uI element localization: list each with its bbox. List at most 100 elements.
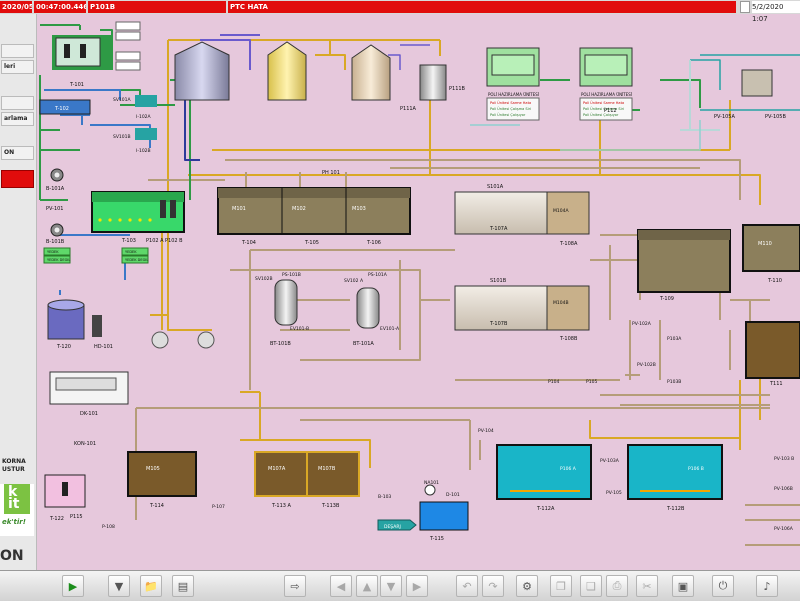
svg-text:T-110: T-110 — [767, 278, 782, 284]
sound-icon[interactable]: ♪ — [756, 575, 778, 597]
sidebar-item-1[interactable] — [1, 44, 34, 58]
sidebar-item-6[interactable] — [1, 170, 34, 188]
sidebar-item-3[interactable] — [1, 96, 34, 110]
desarj-arrow[interactable] — [377, 519, 417, 531]
svg-text:T-120: T-120 — [56, 344, 71, 350]
svg-text:SV102B: SV102B — [255, 276, 273, 282]
tank-t107a[interactable] — [454, 191, 548, 235]
redo-icon[interactable]: ↷ — [482, 575, 504, 597]
svg-text:T-106: T-106 — [366, 240, 381, 246]
tank-t115[interactable] — [419, 501, 469, 531]
cut-icon[interactable]: ✂ — [636, 575, 658, 597]
tank-right-top[interactable] — [741, 69, 773, 97]
svg-text:T111: T111 — [769, 381, 783, 387]
silo-2[interactable] — [267, 41, 307, 101]
svg-text:S101A: S101A — [487, 184, 504, 190]
process-diagram: T-101 T-102 I-102A I-102B SV101A SV101B … — [39, 21, 800, 546]
alarm-bar: 2020/05/20 00:47:00.446 P101B PTC HATA 5… — [0, 0, 800, 23]
prev-page-icon[interactable]: ▲ — [356, 575, 378, 597]
label-t102: T-102 — [54, 106, 69, 112]
svg-text:YEDEK: YEDEK — [47, 250, 59, 254]
svg-text:P104: P104 — [548, 379, 559, 385]
power-icon[interactable]: ⏻ — [712, 575, 734, 597]
tank-t108b[interactable] — [546, 285, 590, 331]
first-page-icon[interactable]: ◀ — [330, 575, 352, 597]
tank-i102b[interactable] — [135, 128, 157, 140]
svg-text:P106 A: P106 A — [560, 466, 577, 472]
filter-bt101b[interactable] — [274, 279, 298, 326]
svg-text:P105: P105 — [586, 379, 597, 385]
undo-icon[interactable]: ↶ — [456, 575, 478, 597]
sidebar-item-4[interactable]: arlama — [1, 112, 34, 126]
svg-text:PV-104: PV-104 — [478, 428, 494, 434]
tank-t102[interactable] — [39, 99, 91, 115]
svg-text:SV102 A: SV102 A — [344, 278, 364, 284]
svg-text:Poli Ünitesi Çalışma Siri: Poli Ünitesi Çalışma Siri — [490, 106, 531, 111]
settings-icon[interactable]: ⚙ — [516, 575, 538, 597]
company-logo: k it ek'tir! — [0, 484, 34, 536]
blower-1[interactable] — [151, 331, 169, 349]
svg-text:M104B: M104B — [553, 300, 569, 306]
next-page-icon[interactable]: ▼ — [380, 575, 402, 597]
hd101-unit[interactable] — [92, 315, 102, 337]
document-icon[interactable]: ▤ — [172, 575, 194, 597]
alarm-time[interactable]: 00:47:00.446 — [34, 1, 86, 13]
svg-text:T-105: T-105 — [304, 240, 319, 246]
tank-t110[interactable] — [742, 224, 800, 272]
svg-text:P-107: P-107 — [212, 504, 225, 510]
svg-text:PV-105: PV-105 — [606, 490, 622, 496]
svg-text:T-103: T-103 — [121, 238, 136, 244]
svg-text:Poli Ünitesi Çalışma Siri: Poli Ünitesi Çalışma Siri — [583, 106, 624, 111]
svg-text:T-107A: T-107A — [489, 226, 508, 232]
svg-text:BT-101A: BT-101A — [353, 341, 374, 347]
svg-text:Poli Ünitesi Sarme Hata: Poli Ünitesi Sarme Hata — [490, 100, 531, 105]
silo-3[interactable] — [351, 44, 391, 101]
tank-i102a[interactable] — [135, 95, 157, 107]
svg-text:EV101-B: EV101-B — [290, 326, 309, 332]
korna-label-1: KORNA — [2, 458, 26, 465]
alarm-date[interactable]: 2020/05/20 — [0, 1, 32, 13]
folder-icon[interactable]: 📁 — [140, 575, 162, 597]
svg-text:T-108B: T-108B — [559, 336, 578, 342]
pump-b101b[interactable] — [50, 223, 64, 237]
tank-t111[interactable] — [745, 321, 800, 379]
svg-text:Poli Ünitesi Çalışıyor: Poli Ünitesi Çalışıyor — [490, 112, 526, 117]
svg-text:P112: P112 — [604, 108, 617, 114]
filter-icon[interactable]: ▼ — [108, 575, 130, 597]
filter-bt101a[interactable] — [356, 287, 380, 329]
blower-2[interactable] — [197, 331, 215, 349]
pump-b101a[interactable] — [50, 168, 64, 182]
sidebar-item-5[interactable]: ON — [1, 146, 34, 160]
svg-text:P103A: P103A — [667, 336, 682, 342]
paste-icon[interactable]: ❑ — [580, 575, 602, 597]
start-icon[interactable]: ▶ — [62, 575, 84, 597]
tank-t120[interactable] — [47, 304, 85, 340]
tank-p111[interactable] — [419, 64, 447, 101]
svg-text:M101: M101 — [232, 206, 246, 212]
svg-text:T-108A: T-108A — [559, 241, 578, 247]
export-icon[interactable]: ⇨ — [284, 575, 306, 597]
svg-text:SV101A: SV101A — [113, 97, 132, 103]
svg-text:YEDEK: YEDEK — [125, 250, 137, 254]
svg-text:PV-101: PV-101 — [46, 206, 64, 212]
sidebar-item-2[interactable]: leri — [1, 60, 34, 74]
copy-icon[interactable]: ❐ — [550, 575, 572, 597]
screen-icon[interactable]: ▣ — [672, 575, 694, 597]
print-icon[interactable]: ⎙ — [606, 575, 628, 597]
svg-text:DEŞARJ: DEŞARJ — [384, 524, 401, 530]
silo-1[interactable] — [174, 41, 230, 101]
clock-display: 5/2/2020 1:07 — [752, 1, 800, 23]
svg-text:Poli Ünitesi Çalışıyor: Poli Ünitesi Çalışıyor — [583, 112, 619, 117]
tank-t109[interactable] — [637, 229, 731, 293]
korna-label-2: USTUR — [2, 466, 25, 473]
tank-t114[interactable] — [127, 451, 197, 497]
svg-text:T-107B: T-107B — [489, 321, 508, 327]
svg-text:T-113 A: T-113 A — [271, 503, 292, 509]
alarm-tag[interactable]: P101B — [88, 1, 226, 13]
svg-text:T-114: T-114 — [149, 503, 164, 509]
last-page-icon[interactable]: ▶ — [406, 575, 428, 597]
alarm-message[interactable]: PTC HATA — [228, 1, 736, 13]
svg-text:T-113B: T-113B — [321, 503, 340, 509]
svg-text:NA101: NA101 — [424, 480, 439, 486]
tank-t108a[interactable] — [546, 191, 590, 235]
